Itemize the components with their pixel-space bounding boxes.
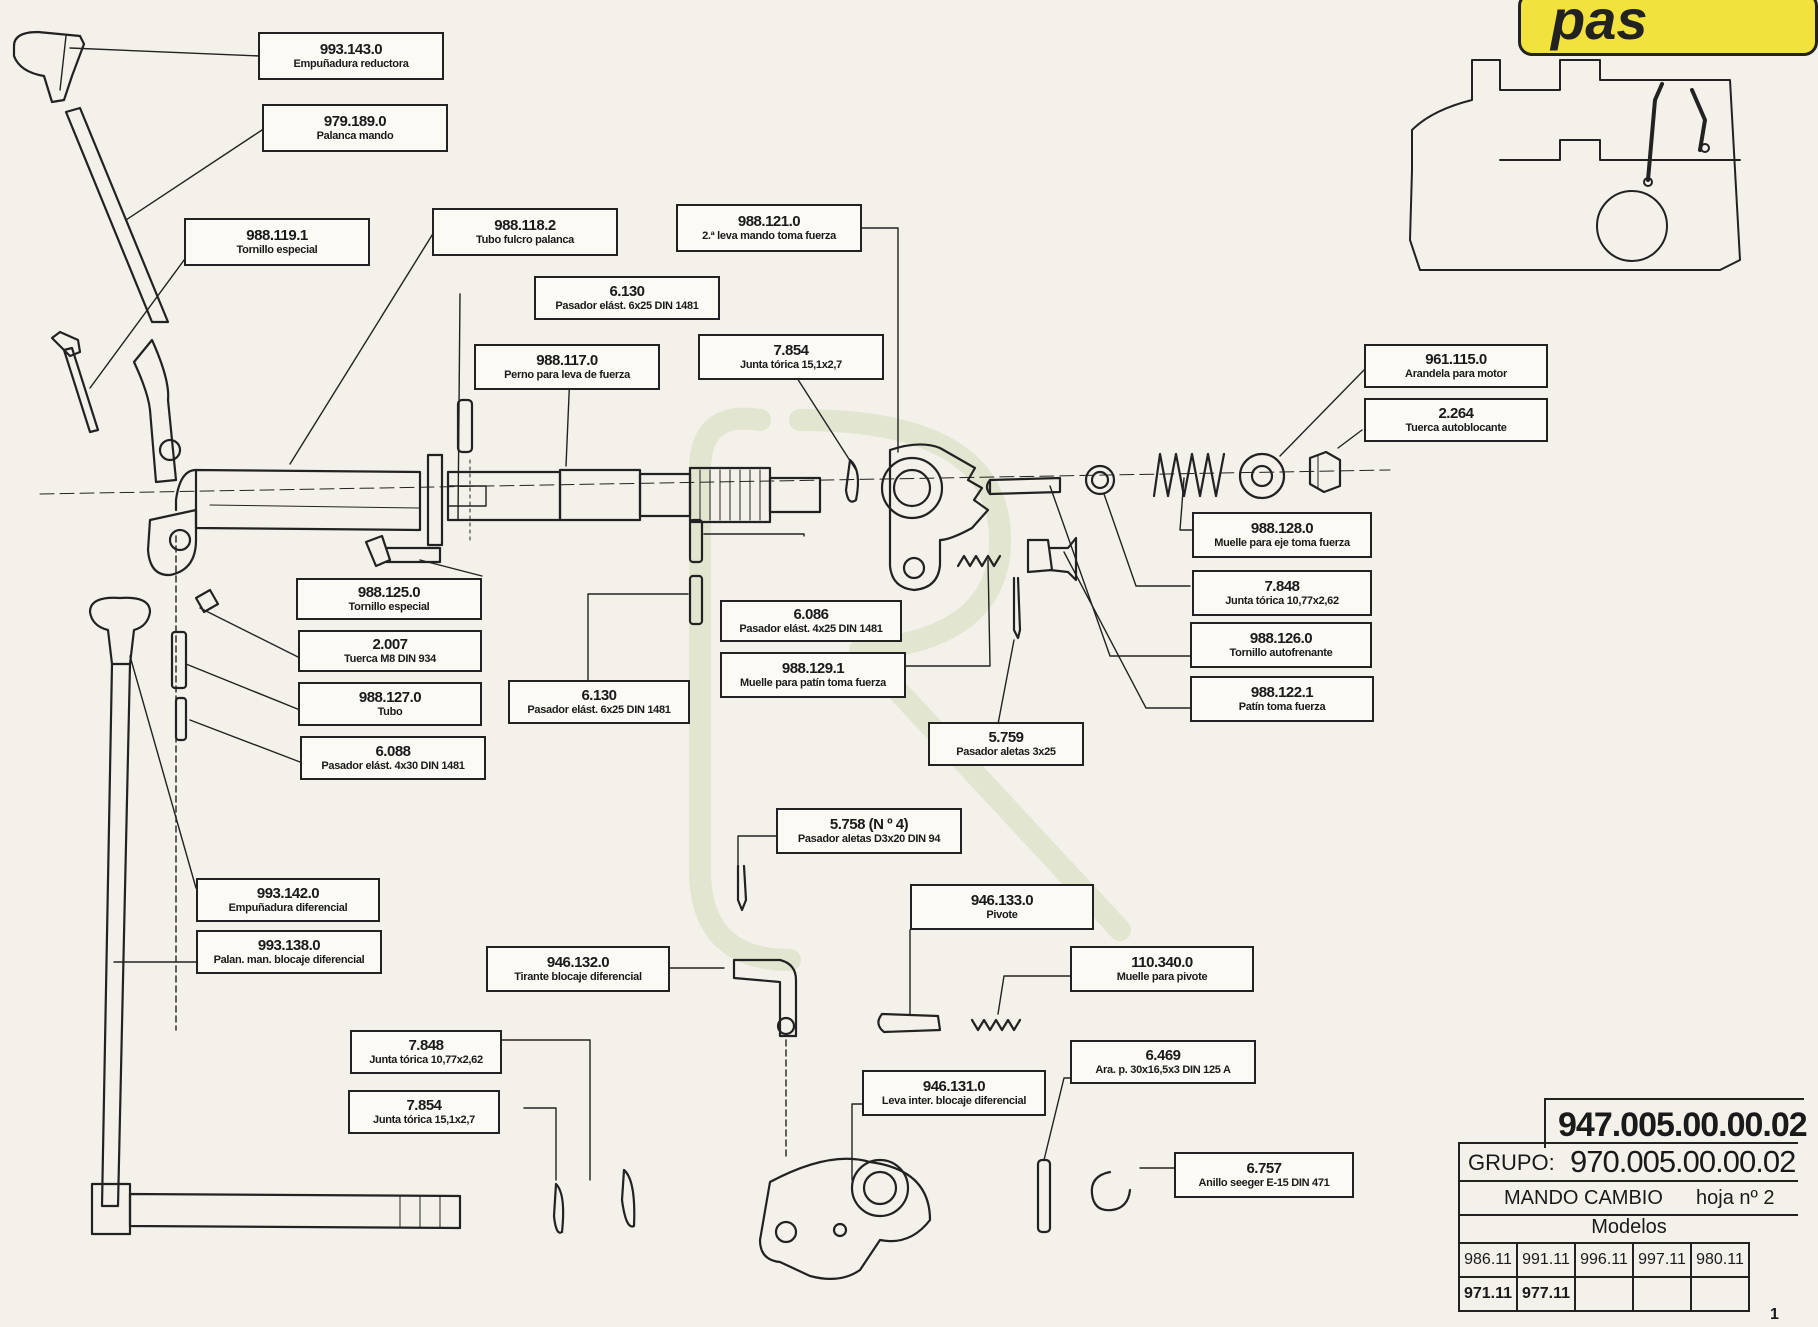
models-table: 986.11 991.11 996.11 997.11 980.11 971.1… bbox=[1458, 1242, 1750, 1312]
watermark-logo bbox=[689, 407, 1131, 971]
drawing-number-box bbox=[1544, 1098, 1804, 1148]
models-heading: Modelos bbox=[1458, 1214, 1798, 1242]
slider-spring bbox=[956, 554, 1002, 568]
centre-line bbox=[39, 469, 1391, 495]
pto-spring bbox=[1152, 452, 1226, 498]
leader-lines bbox=[69, 47, 1365, 1181]
group-label: GRUPO: bbox=[1468, 1150, 1555, 1175]
drawing-number: 947.005.00.00.02 bbox=[1558, 1106, 1808, 1144]
model-cell: 991.11 bbox=[1516, 1242, 1576, 1278]
gear-lever-knob bbox=[12, 30, 86, 104]
pto-cam bbox=[880, 443, 990, 592]
diff-lever bbox=[100, 662, 132, 1208]
sheet-number: hoja nº 2 bbox=[1696, 1187, 1775, 1209]
o-ring-7848 bbox=[1084, 464, 1116, 496]
page-number: 1 bbox=[1770, 1306, 1779, 1323]
gear-lever bbox=[64, 106, 182, 484]
splined-shaft bbox=[558, 466, 822, 524]
diff-shaft bbox=[90, 1182, 462, 1236]
elastic-pin-6130-bottom bbox=[688, 574, 704, 626]
elastic-pin-6130-top bbox=[456, 398, 474, 454]
elastic-pin-6088 bbox=[174, 696, 188, 742]
special-screw-988125 bbox=[364, 534, 442, 568]
circlip bbox=[1090, 1170, 1132, 1212]
cotter-pin-5759 bbox=[1012, 576, 1022, 640]
diff-knob bbox=[88, 596, 152, 666]
model-cell: 996.11 bbox=[1574, 1242, 1634, 1278]
sheet-row: MANDO CAMBIO hoja nº 2 bbox=[1458, 1180, 1798, 1214]
elastic-pin-6086 bbox=[688, 518, 704, 564]
tube-988127 bbox=[170, 630, 188, 690]
model-cell bbox=[1632, 1276, 1692, 1312]
pivot bbox=[877, 1012, 942, 1034]
diff-cam bbox=[758, 1157, 932, 1281]
o-ring-7848-bottom bbox=[620, 1168, 636, 1228]
group-name: MANDO CAMBIO bbox=[1504, 1187, 1663, 1209]
fulcrum-tube bbox=[146, 453, 444, 577]
diff-link bbox=[732, 958, 798, 1038]
nut-m8 bbox=[194, 588, 220, 614]
model-cell: 997.11 bbox=[1632, 1242, 1692, 1278]
tractor-location-icon bbox=[1409, 59, 1741, 271]
pivot-spring bbox=[970, 1018, 1022, 1032]
model-cell: 986.11 bbox=[1458, 1242, 1518, 1278]
o-ring-7854-bottom bbox=[552, 1182, 565, 1234]
lever-pin bbox=[446, 459, 562, 541]
o-ring-7854-top bbox=[844, 458, 860, 503]
self-locking-screw bbox=[1026, 536, 1078, 582]
group-number: 970.005.00.00.02 bbox=[1570, 1144, 1796, 1179]
brand-logo: pas bbox=[1518, 0, 1818, 56]
special-bolt bbox=[50, 330, 100, 434]
model-cell: 980.11 bbox=[1690, 1242, 1750, 1278]
model-cell: 971.11 bbox=[1458, 1276, 1518, 1312]
label-5758: 5.758 (N º 4)Pasador aletas D3x20 DIN 94 bbox=[776, 808, 962, 854]
pto-slider bbox=[985, 476, 1062, 496]
model-cell bbox=[1690, 1276, 1750, 1312]
locknut bbox=[1308, 450, 1342, 494]
engine-washer bbox=[1238, 452, 1286, 500]
model-cell: 977.11 bbox=[1516, 1276, 1576, 1312]
washer-6469 bbox=[1036, 1158, 1052, 1234]
cotter-pin-5758 bbox=[736, 864, 748, 912]
model-cell bbox=[1574, 1276, 1634, 1312]
group-row: GRUPO: 970.005.00.00.02 bbox=[1458, 1142, 1798, 1180]
